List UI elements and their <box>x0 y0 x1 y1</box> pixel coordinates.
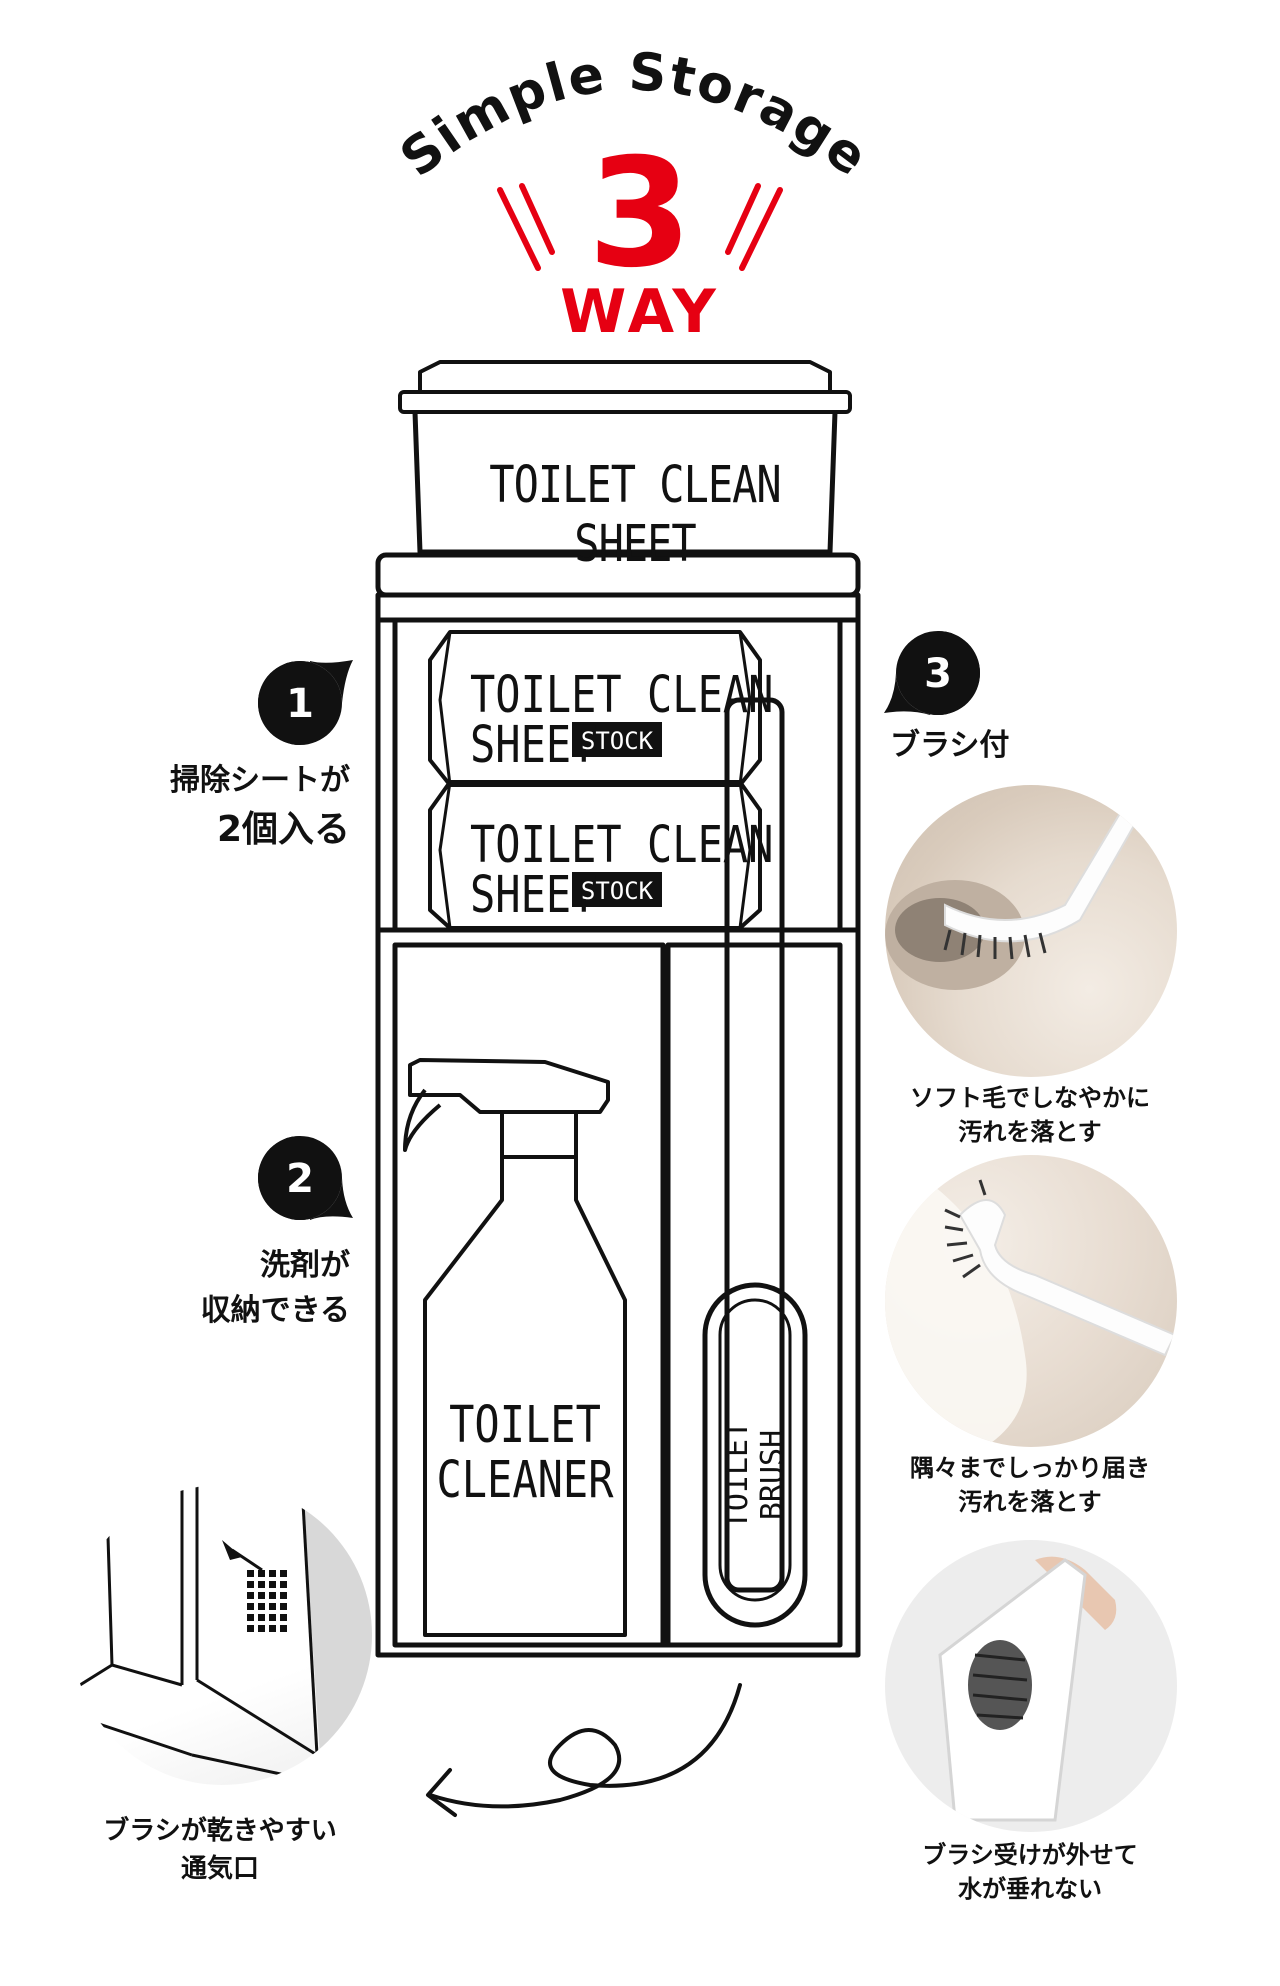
cleaner-line2: CLEANER <box>436 1450 614 1509</box>
photo-3-caption-line2: 水が垂れない <box>958 1875 1102 1903</box>
brush-illustration-1 <box>885 803 1142 990</box>
vent-caption-line2: 通気口 <box>180 1854 259 1884</box>
vent-illustration <box>72 1485 372 1785</box>
svg-text:2: 2 <box>286 1156 314 1202</box>
svg-text:1: 1 <box>286 681 314 727</box>
stock-badge-2: STOCK <box>580 877 654 905</box>
cleaner-line1: TOILET <box>449 1395 601 1454</box>
feature-badge-2: 2 <box>258 1136 353 1220</box>
accent-lines-left <box>497 183 555 271</box>
feature-1-line2: 2個入る <box>216 809 350 850</box>
stock-box-1-line1: TOILET CLEAN <box>470 665 774 724</box>
feature-2-line2: 収納できる <box>200 1293 350 1328</box>
header-number: 3 <box>588 127 692 301</box>
vent-detail-circle <box>72 1485 372 1785</box>
svg-text:3: 3 <box>924 651 952 697</box>
photo-reach-corners <box>885 1155 1177 1447</box>
photo-1-caption-line2: 汚れを落とす <box>958 1118 1102 1146</box>
top-box-label: TOILET CLEAN SHEET <box>489 455 781 573</box>
photo-1-caption-line1: ソフト毛でしなやかに <box>910 1084 1150 1112</box>
photo-removable-holder <box>885 1540 1177 1832</box>
curly-arrow-icon <box>426 1683 742 1817</box>
photo-3-caption-line1: ブラシ受けが外せて <box>922 1841 1138 1869</box>
stock-badge-bg <box>572 722 662 757</box>
photo-soft-bristles <box>885 785 1177 1077</box>
feature-2-line1: 洗剤が <box>260 1248 350 1283</box>
feature-1-line1: 掃除シートが <box>170 763 350 798</box>
header-graphic: Simple Storage 3 WAY <box>390 42 878 347</box>
brush-label: TOILET BRUSH <box>720 1420 790 1530</box>
stock-badge-1: STOCK <box>580 727 654 755</box>
feature-badge-3: 3 <box>884 631 980 715</box>
stock-box-2-line1: TOILET CLEAN <box>470 815 774 874</box>
vent-caption-line1: ブラシが乾きやすい <box>103 1816 337 1846</box>
accent-lines-right <box>725 183 783 271</box>
vent-holes <box>247 1570 287 1632</box>
stock-box-1-line2: SHEET <box>470 715 597 774</box>
header-way: WAY <box>560 277 720 347</box>
brush-illustration-3 <box>938 1556 1117 1822</box>
stock-badge-bg <box>572 872 662 907</box>
photo-2-caption-line2: 汚れを落とす <box>958 1488 1102 1516</box>
photo-2-caption-line1: 隅々までしっかり届き <box>910 1454 1150 1482</box>
brush-illustration-2 <box>885 1155 1177 1447</box>
stock-box-2-line2: SHEET <box>470 865 597 924</box>
feature-3-line1: ブラシ付 <box>890 728 1010 763</box>
feature-badge-1: 1 <box>258 660 353 745</box>
